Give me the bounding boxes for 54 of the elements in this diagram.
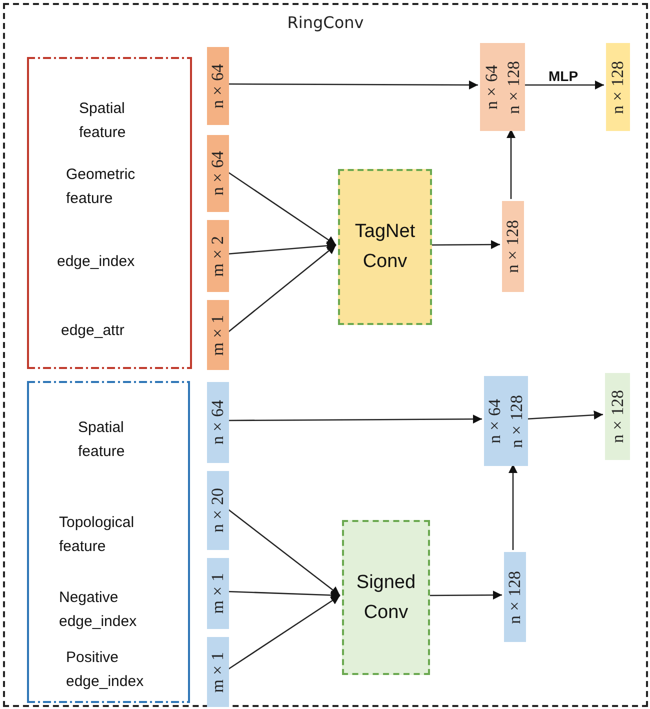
input-label: edge_index [57,252,135,272]
tensor-shape-bar [207,47,229,125]
tensor-shape-bar [605,373,630,460]
arrow [428,590,502,600]
tensor-shape-bar [207,637,229,707]
tensor-shape-bar [207,471,229,550]
shape-label: n×128 [503,220,523,273]
arrow [506,129,516,199]
shape-label: n×64 [208,151,228,196]
shape-label: m×1 [208,314,228,356]
shape-label: m×2 [208,236,228,276]
layer-label: TagNet Conv [354,220,416,274]
tensor-shape-bar [207,300,229,370]
conv-layer-box [342,520,430,675]
shape-label: n×128 [505,570,525,624]
edge-label: MLP [546,68,580,84]
input-label: Negative edge_index [59,588,138,632]
arrow [227,414,482,424]
input-label: Geometric feature [66,165,136,209]
tensor-shape-bar [484,376,528,466]
shape-label: n×128 [507,394,527,448]
frame-label: RingConv [286,13,365,32]
tensor-shape-bar [207,382,229,463]
arrow [508,464,518,550]
shape-label: n×20 [208,488,228,533]
tensor-shape-bar [207,135,229,212]
input-label: Spatial feature [78,418,126,462]
dash-dot-group-box [27,381,190,703]
arrow [430,240,500,250]
tensor-shape-bar [606,43,630,131]
shape-label: n×64 [208,400,228,445]
shape-label: n×64 [208,64,228,108]
layer-label: Signed Conv [355,570,417,624]
tensor-shape-bar [480,43,525,131]
input-label: Spatial feature [79,99,127,143]
shape-label: n×128 [504,60,524,114]
input-label: Positive edge_index [66,648,145,692]
arrow [227,80,478,90]
input-label: edge_attr [61,321,124,341]
dashed-frame [3,3,648,707]
arrow [523,80,604,90]
shape-label: m×1 [208,652,228,692]
shape-label: n×128 [608,60,628,114]
conv-layer-box [338,169,432,325]
input-label: Topological feature [59,513,136,557]
shape-label: n×64 [485,398,505,444]
tensor-shape-bar [207,558,229,629]
shape-label: n×128 [608,390,628,443]
tensor-shape-bar [502,201,524,292]
tensor-shape-bar [504,552,526,642]
shape-label: n×64 [482,64,502,110]
dash-dot-group-box [27,57,192,369]
tensor-shape-bar [207,220,229,292]
shape-label: m×1 [208,573,228,614]
